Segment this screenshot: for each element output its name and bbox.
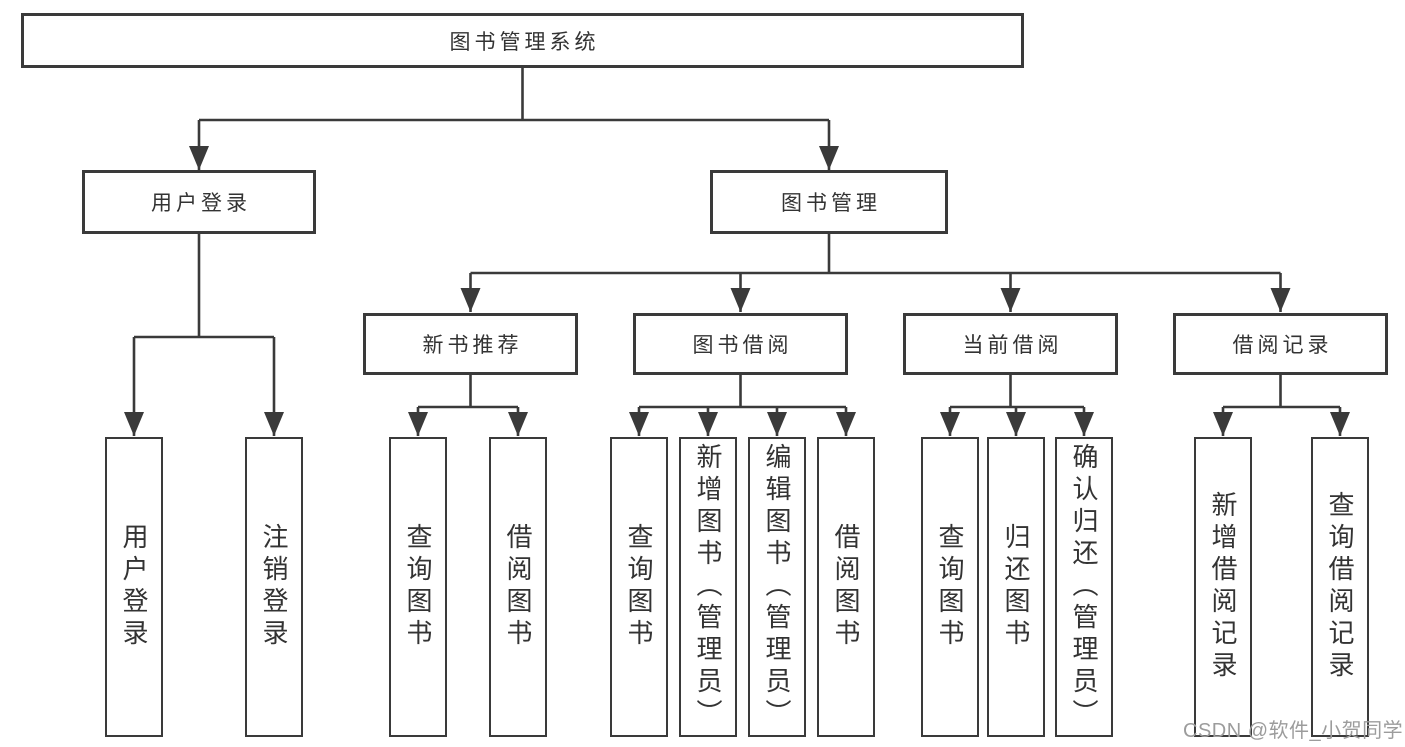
leaf-current-query-book: 查询图书 — [921, 437, 979, 737]
leaf-recommend-query-book: 查询图书 — [389, 437, 447, 737]
leaf-logout-login: 注销登录 — [245, 437, 303, 737]
node-user-login: 用户登录 — [82, 170, 316, 234]
leaf-borrow-query-book: 查询图书 — [610, 437, 668, 737]
leaf-borrow-add-book-admin: 新增图书（管理员） — [679, 437, 737, 737]
leaf-records-add-record: 新增借阅记录 — [1194, 437, 1252, 737]
leaf-label: 归还图书 — [1001, 523, 1031, 651]
leaf-current-confirm-return-admin: 确认归还（管理员） — [1055, 437, 1113, 737]
leaf-label: 借阅图书 — [831, 523, 861, 651]
leaf-label: 查询图书 — [935, 523, 965, 651]
leaf-recommend-borrow-book: 借阅图书 — [489, 437, 547, 737]
leaf-label: 查询借阅记录 — [1325, 491, 1355, 683]
leaf-label: 借阅图书 — [503, 523, 533, 651]
leaf-label: 编辑图书（管理员） — [762, 443, 792, 731]
watermark: CSDN @软件_小贺同学 — [1183, 720, 1404, 742]
node-current-borrow: 当前借阅 — [903, 313, 1118, 375]
leaf-label: 查询图书 — [624, 523, 654, 651]
node-new-book-recommend: 新书推荐 — [363, 313, 578, 375]
leaf-label: 确认归还（管理员） — [1069, 443, 1099, 731]
node-library-system: 图书管理系统 — [21, 13, 1024, 68]
leaf-label: 查询图书 — [403, 523, 433, 651]
node-borrow-records: 借阅记录 — [1173, 313, 1388, 375]
leaf-label: 新增图书（管理员） — [693, 443, 723, 731]
leaf-label: 新增借阅记录 — [1208, 491, 1238, 683]
leaf-user-login: 用户登录 — [105, 437, 163, 737]
leaf-label: 注销登录 — [259, 523, 289, 651]
leaf-records-query-record: 查询借阅记录 — [1311, 437, 1369, 737]
node-book-borrow: 图书借阅 — [633, 313, 848, 375]
leaf-label: 用户登录 — [119, 523, 149, 651]
node-book-management: 图书管理 — [710, 170, 948, 234]
leaf-borrow-edit-book-admin: 编辑图书（管理员） — [748, 437, 806, 737]
leaf-current-return-book: 归还图书 — [987, 437, 1045, 737]
leaf-borrow-borrow-book: 借阅图书 — [817, 437, 875, 737]
